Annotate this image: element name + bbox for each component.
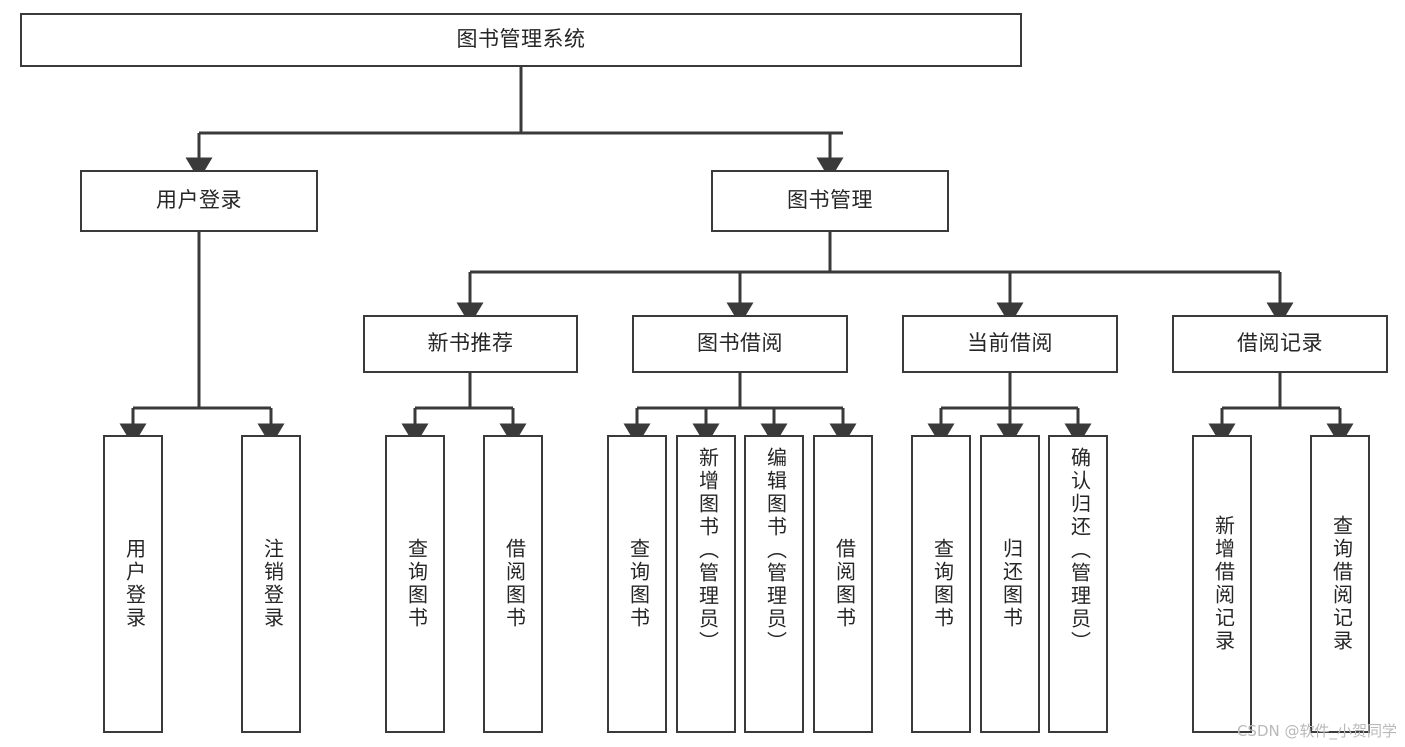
- node-leaf-add-record-label: 新增借阅记录: [1211, 515, 1234, 653]
- node-new-book-recommend[interactable]: 新书推荐: [363, 315, 578, 373]
- node-leaf-query-book-2-label: 查询图书: [626, 538, 649, 630]
- node-leaf-confirm-return-label: 确认归还（管理员）: [1067, 447, 1090, 654]
- node-user-login[interactable]: 用户登录: [80, 170, 318, 232]
- node-leaf-return-book-label: 归还图书: [999, 538, 1022, 630]
- node-leaf-logout-label: 注销登录: [260, 538, 283, 630]
- node-leaf-confirm-return[interactable]: 确认归还（管理员）: [1048, 435, 1108, 733]
- node-leaf-borrow-book-1-label: 借阅图书: [502, 538, 525, 630]
- node-borrow-record-label: 借阅记录: [1237, 331, 1323, 355]
- node-leaf-query-book-1[interactable]: 查询图书: [385, 435, 445, 733]
- node-leaf-query-record[interactable]: 查询借阅记录: [1310, 435, 1370, 733]
- node-leaf-user-login-label: 用户登录: [122, 538, 145, 630]
- node-leaf-query-book-2[interactable]: 查询图书: [607, 435, 667, 733]
- node-current-borrow[interactable]: 当前借阅: [902, 315, 1118, 373]
- node-leaf-return-book[interactable]: 归还图书: [980, 435, 1040, 733]
- csdn-watermark: CSDN @软件_小贺同学: [1236, 722, 1397, 740]
- node-book-management-label: 图书管理: [787, 188, 873, 212]
- node-leaf-borrow-book-2-label: 借阅图书: [832, 538, 855, 630]
- node-book-management[interactable]: 图书管理: [711, 170, 949, 232]
- node-leaf-edit-book[interactable]: 编辑图书（管理员）: [744, 435, 804, 733]
- node-new-book-recommend-label: 新书推荐: [427, 331, 514, 355]
- node-leaf-query-record-label: 查询借阅记录: [1329, 515, 1352, 653]
- node-leaf-add-book-label: 新增图书（管理员）: [695, 447, 718, 654]
- node-book-borrow-label: 图书借阅: [697, 331, 783, 355]
- node-current-borrow-label: 当前借阅: [967, 331, 1053, 355]
- node-leaf-borrow-book-2[interactable]: 借阅图书: [813, 435, 873, 733]
- node-leaf-query-book-3[interactable]: 查询图书: [911, 435, 971, 733]
- node-leaf-borrow-book-1[interactable]: 借阅图书: [483, 435, 543, 733]
- node-leaf-query-book-1-label: 查询图书: [404, 538, 427, 630]
- node-leaf-user-login[interactable]: 用户登录: [103, 435, 163, 733]
- node-leaf-add-record[interactable]: 新增借阅记录: [1192, 435, 1252, 733]
- node-borrow-record[interactable]: 借阅记录: [1172, 315, 1388, 373]
- node-leaf-logout[interactable]: 注销登录: [241, 435, 301, 733]
- node-user-login-label: 用户登录: [156, 188, 242, 212]
- node-book-borrow[interactable]: 图书借阅: [632, 315, 848, 373]
- node-leaf-add-book[interactable]: 新增图书（管理员）: [676, 435, 736, 733]
- node-root[interactable]: 图书管理系统: [20, 13, 1022, 67]
- node-root-label: 图书管理系统: [456, 27, 586, 51]
- node-leaf-query-book-3-label: 查询图书: [930, 538, 953, 630]
- node-leaf-edit-book-label: 编辑图书（管理员）: [763, 447, 786, 654]
